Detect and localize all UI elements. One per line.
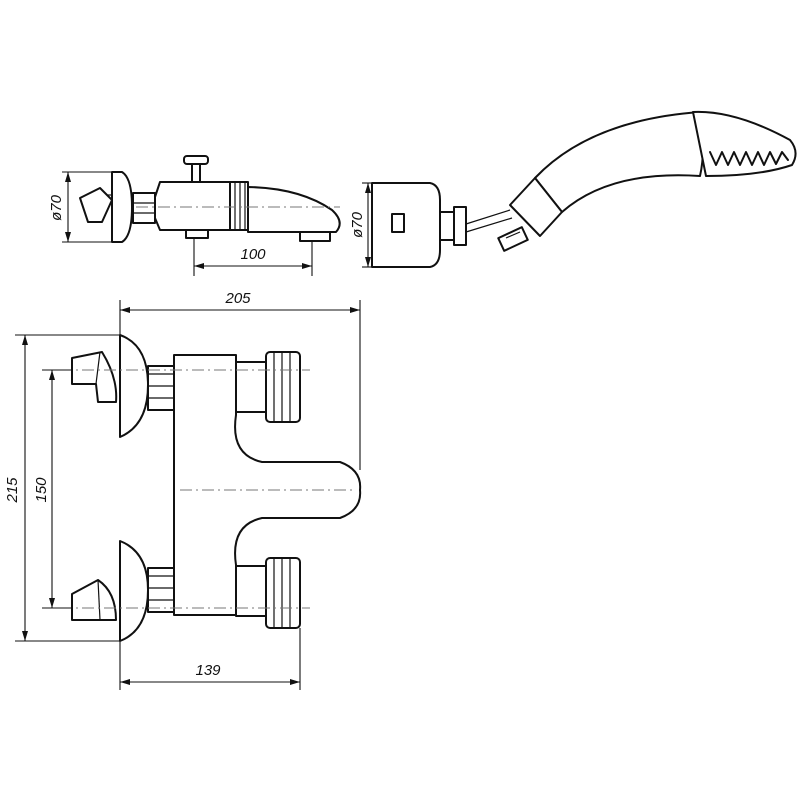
dimension-label-overall-width: 205 — [224, 290, 251, 307]
mixer-side-view — [79, 155, 341, 243]
dimension-overall-width: 205 — [119, 290, 361, 470]
dimension-label-diameter-right: ø70 — [349, 211, 366, 238]
dimension-label-diameter-left: ø70 — [48, 194, 65, 221]
dimension-label-overall-height: 215 — [4, 477, 21, 504]
dimension-inlet-spacing: 150 — [33, 369, 72, 609]
dimension-overall-height: 215 — [4, 334, 120, 642]
mixer-front-view — [60, 334, 362, 642]
shower-holder-view — [371, 110, 797, 268]
dimension-diameter-left: ø70 — [48, 171, 112, 243]
dimension-label-inlet-spacing: 150 — [33, 477, 50, 503]
dimension-spout-spacing: 100 — [193, 238, 313, 276]
dimension-body-depth: 139 — [119, 628, 301, 690]
dimension-diameter-right: ø70 — [349, 182, 372, 268]
dimension-label-spout-spacing: 100 — [240, 246, 266, 263]
dimension-label-body-depth: 139 — [195, 662, 221, 679]
